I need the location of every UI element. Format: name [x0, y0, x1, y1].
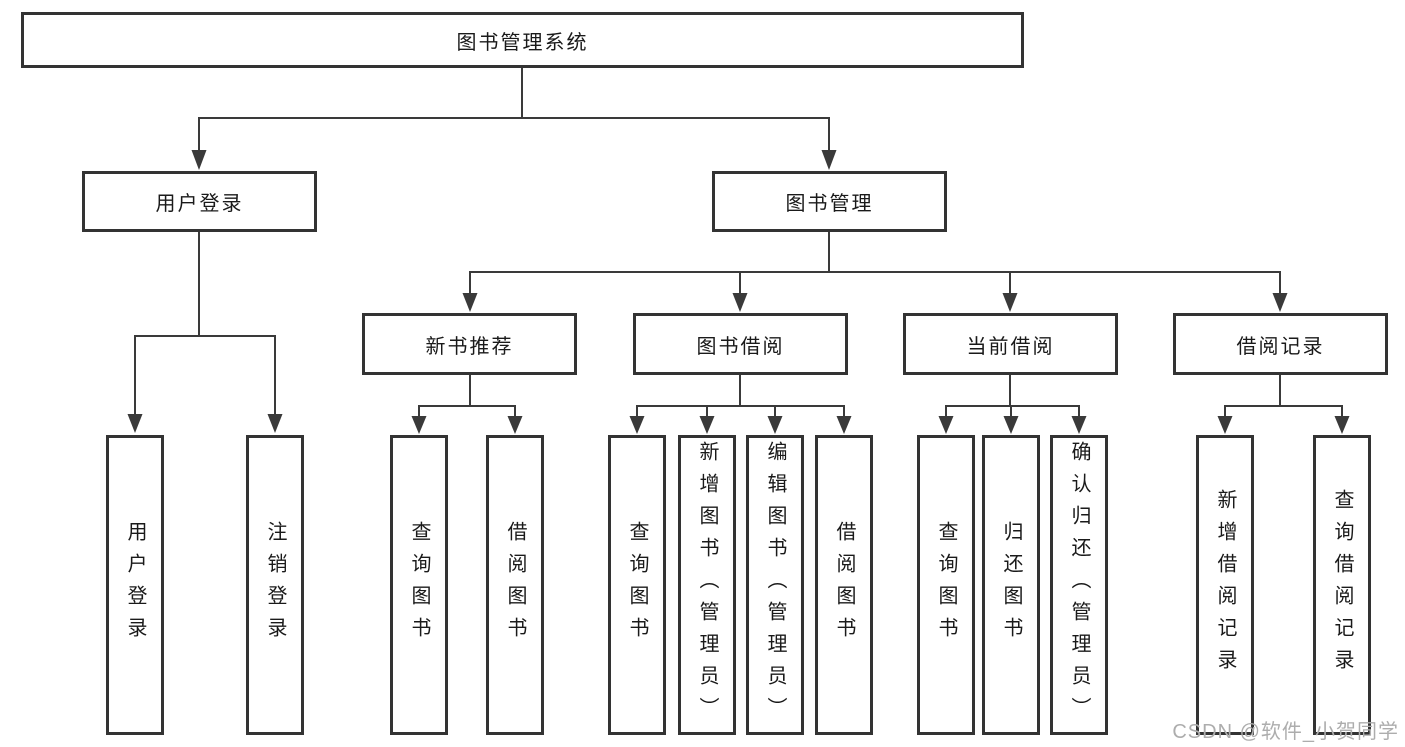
- node-label: 图书借阅: [696, 335, 785, 358]
- node-current-borrow: 当前借阅: [903, 313, 1118, 375]
- node-label: 借阅记录: [1236, 335, 1325, 358]
- leaf-query-books-recommend: 查询图书: [390, 435, 448, 735]
- node-label: 当前借阅: [966, 335, 1055, 358]
- leaf-label: 借阅图书: [833, 521, 855, 649]
- watermark: CSDN @软件_小贺同学: [1172, 721, 1399, 743]
- connector-current-borrow-to-leaves: [938, 375, 1087, 434]
- node-book-borrow: 图书借阅: [633, 313, 848, 375]
- node-book-management: 图书管理: [712, 171, 947, 232]
- leaf-label: 查询借阅记录: [1331, 489, 1353, 681]
- leaf-label: 新增借阅记录: [1214, 489, 1236, 681]
- connector-book-management-to-level3: [462, 232, 1288, 312]
- leaf-label: 查询图书: [626, 521, 648, 649]
- leaf-label: 查询图书: [935, 521, 957, 649]
- leaf-label: 确认归还（管理员）: [1068, 441, 1090, 729]
- leaf-borrow-books: 借阅图书: [815, 435, 873, 735]
- leaf-query-borrow-record: 查询借阅记录: [1313, 435, 1371, 735]
- leaf-add-books-admin: 新增图书（管理员）: [678, 435, 736, 735]
- leaf-label: 新增图书（管理员）: [696, 441, 718, 729]
- leaf-query-books-borrow: 查询图书: [608, 435, 666, 735]
- leaf-label: 编辑图书（管理员）: [764, 441, 786, 729]
- leaf-return-books: 归还图书: [982, 435, 1040, 735]
- leaf-label: 注销登录: [264, 521, 286, 649]
- connector-borrow-records-to-leaves: [1217, 375, 1350, 434]
- leaf-borrow-books-recommend: 借阅图书: [486, 435, 544, 735]
- connector-user-login-to-leaves: [127, 232, 283, 433]
- leaf-label: 查询图书: [408, 521, 430, 649]
- leaf-label: 借阅图书: [504, 521, 526, 649]
- leaf-edit-books-admin: 编辑图书（管理员）: [746, 435, 804, 735]
- node-label: 用户登录: [155, 193, 244, 215]
- node-borrow-records: 借阅记录: [1173, 313, 1388, 375]
- node-label: 图书管理系统: [456, 31, 589, 54]
- leaf-query-books-current: 查询图书: [917, 435, 975, 735]
- node-user-login: 用户登录: [82, 171, 317, 232]
- leaf-label: 用户登录: [124, 521, 146, 649]
- connector-book-borrow-to-leaves: [629, 375, 852, 434]
- connector-root-to-level2: [191, 68, 837, 170]
- leaf-user-login: 用户登录: [106, 435, 164, 735]
- leaf-logout: 注销登录: [246, 435, 304, 735]
- node-library-system: 图书管理系统: [21, 12, 1024, 68]
- node-label: 图书管理: [785, 193, 874, 215]
- leaf-confirm-return-admin: 确认归还（管理员）: [1050, 435, 1108, 735]
- node-label: 新书推荐: [425, 335, 514, 358]
- leaf-label: 归还图书: [1000, 521, 1022, 649]
- connector-new-book-recommend-to-leaves: [411, 375, 523, 434]
- leaf-add-borrow-record: 新增借阅记录: [1196, 435, 1254, 735]
- node-new-book-recommend: 新书推荐: [362, 313, 577, 375]
